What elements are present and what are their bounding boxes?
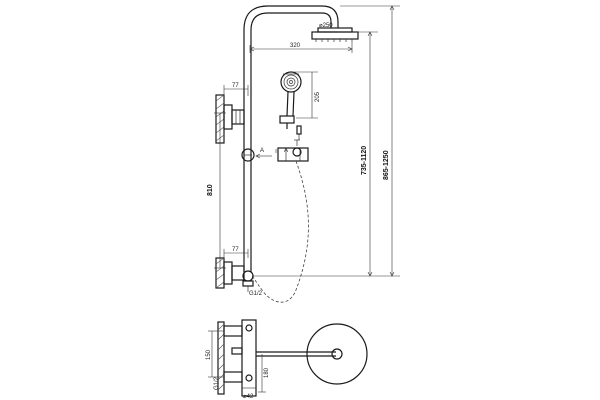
mixer-body bbox=[223, 319, 257, 397]
slider-knob bbox=[241, 148, 255, 162]
side-centers-label: 150 bbox=[206, 349, 212, 360]
side-outlet-height-label: 180 bbox=[264, 367, 270, 378]
head-diameter-label: ⌀250 bbox=[319, 23, 333, 29]
side-centers-dimension bbox=[208, 330, 224, 378]
wall-offset-top-label: 77 bbox=[232, 83, 239, 89]
front-view: ⌀250 320 77 bbox=[207, 5, 400, 303]
arm-length-dimension bbox=[249, 42, 353, 53]
bottom-view: 150 G1/2 180 ⌀42 bbox=[206, 319, 368, 400]
arm-length-label: 320 bbox=[290, 43, 301, 49]
hand-shower-holder bbox=[279, 115, 302, 140]
total-height-dimension bbox=[340, 5, 400, 277]
adjustable-height-dimension bbox=[252, 31, 378, 277]
section-a-left-label: A bbox=[260, 148, 264, 154]
wall-section bbox=[217, 321, 225, 395]
side-pipe-diameter-label: ⌀42 bbox=[243, 394, 254, 400]
shower-hose bbox=[251, 160, 309, 303]
section-a-markers bbox=[255, 149, 277, 159]
bar-center-height-label: 810 bbox=[207, 184, 214, 196]
hand-shower bbox=[280, 71, 302, 117]
hand-shower-height-label: 205 bbox=[315, 91, 321, 102]
total-height-label: 865-1250 bbox=[383, 150, 390, 180]
shower-arm bbox=[243, 5, 339, 31]
wall-offset-bottom-dimension bbox=[223, 249, 249, 258]
riser-pipe bbox=[243, 30, 252, 272]
inlet-thread-main-label: G1/2 bbox=[249, 291, 263, 297]
adjustable-height-label: 735-1120 bbox=[361, 146, 368, 175]
section-aa-holder-detail bbox=[277, 139, 309, 162]
hand-shower-height-dimension bbox=[292, 71, 318, 119]
head-shower bbox=[311, 27, 359, 42]
side-arm bbox=[256, 351, 336, 357]
wall-offset-top-dimension bbox=[223, 85, 249, 96]
head-shower-top-view bbox=[306, 323, 368, 385]
side-outlet-height-dimension bbox=[258, 354, 266, 393]
side-inlet-thread-label: G1/2 bbox=[214, 376, 220, 390]
wall-offset-bottom-label: 77 bbox=[232, 247, 239, 253]
